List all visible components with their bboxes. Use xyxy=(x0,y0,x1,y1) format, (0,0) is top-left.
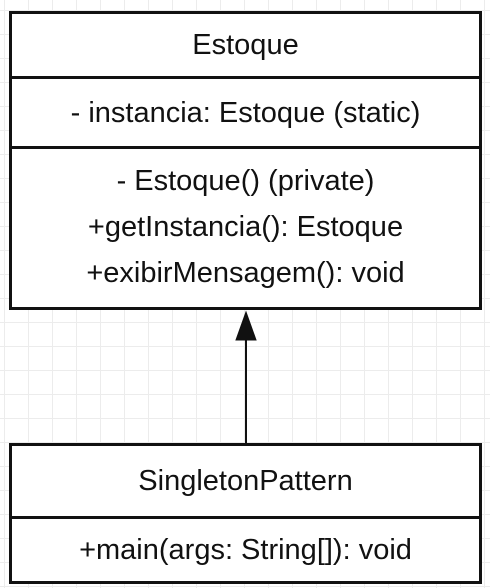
class-name-compartment: Estoque xyxy=(12,14,479,76)
attribute: - instancia: Estoque (static) xyxy=(70,96,421,129)
attributes-compartment: - instancia: Estoque (static) xyxy=(12,76,479,146)
operation: +exibirMensagem(): void xyxy=(86,256,405,289)
operation: - Estoque() (private) xyxy=(116,164,375,197)
class-box-singleton-pattern[interactable]: SingletonPattern +main(args: String[]): … xyxy=(9,443,482,584)
operations-compartment: +main(args: String[]): void xyxy=(12,516,479,581)
operation: +getInstancia(): Estoque xyxy=(87,210,404,243)
arrowhead xyxy=(235,310,257,341)
operations-compartment: - Estoque() (private) +getInstancia(): E… xyxy=(12,146,479,304)
class-name: SingletonPattern xyxy=(138,465,353,497)
operation: +main(args: String[]): void xyxy=(79,534,412,566)
class-name: Estoque xyxy=(192,29,299,61)
class-name-compartment: SingletonPattern xyxy=(12,446,479,516)
class-box-estoque[interactable]: Estoque - instancia: Estoque (static) - … xyxy=(9,11,482,310)
